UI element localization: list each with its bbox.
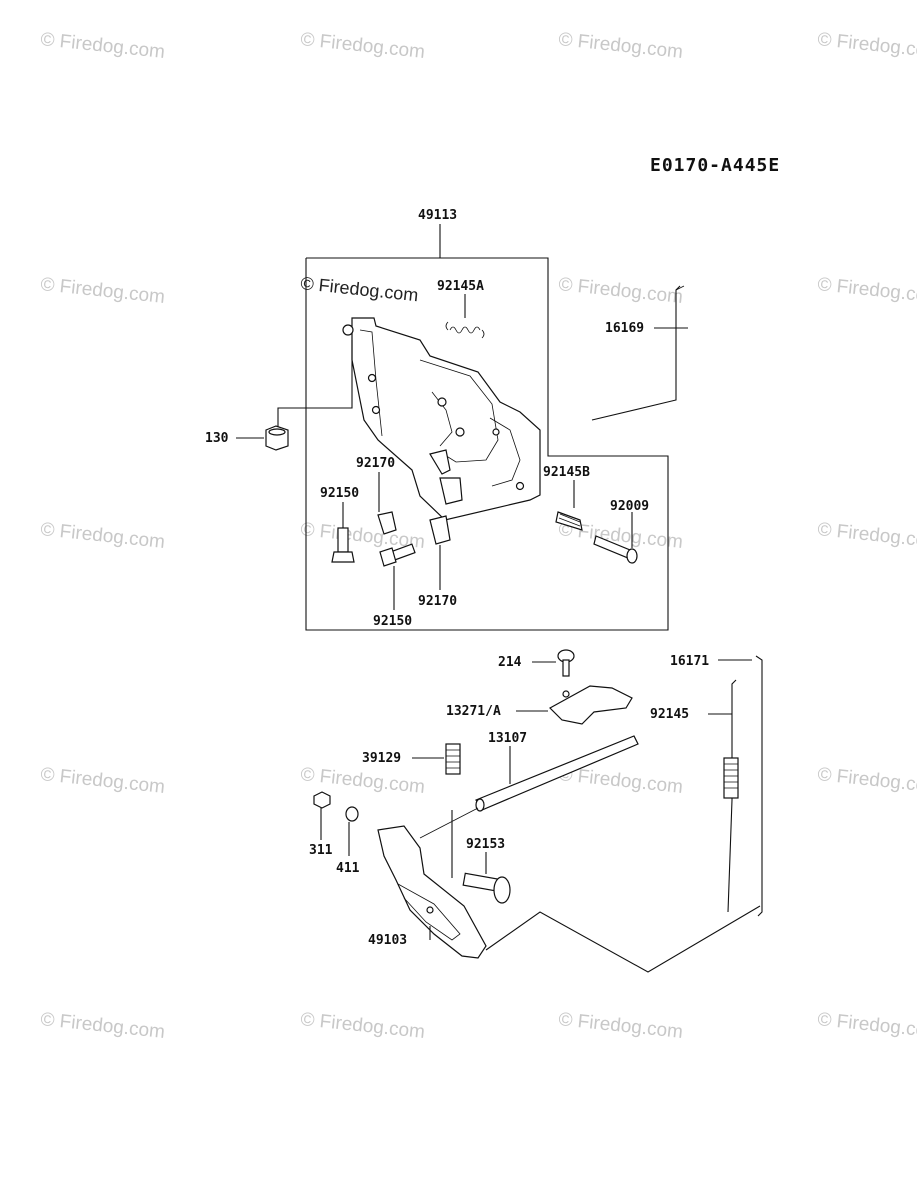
part-label-92170-lower[interactable]: 92170 — [418, 594, 457, 609]
watermark: © Firedog.com — [39, 1009, 165, 1043]
assembly-49113-frame — [305, 224, 669, 631]
watermark: © Firedog.com — [816, 1009, 917, 1043]
part-label-13107[interactable]: 13107 — [488, 731, 527, 746]
part-label-13271A[interactable]: 13271/A — [446, 704, 501, 719]
clip-92170-lower-drawing — [429, 515, 451, 545]
control-plate-drawing — [342, 317, 541, 521]
part-label-92170-upper[interactable]: 92170 — [356, 456, 395, 471]
watermark: © Firedog.com — [557, 274, 683, 308]
watermark: © Firedog.com — [299, 764, 425, 798]
spring-39129-drawing — [445, 743, 461, 775]
bolt-130-drawing — [265, 425, 289, 451]
part-label-92145A[interactable]: 92145A — [437, 279, 484, 294]
part-label-92145B[interactable]: 92145B — [543, 465, 590, 480]
part-label-49103[interactable]: 49103 — [368, 933, 407, 948]
part-label-92145[interactable]: 92145 — [650, 707, 689, 722]
part-label-49113[interactable]: 49113 — [418, 208, 457, 223]
watermark: © Firedog.com — [39, 764, 165, 798]
part-label-130[interactable]: 130 — [205, 431, 229, 446]
part-label-92150-left[interactable]: 92150 — [320, 486, 359, 501]
watermark: © Firedog.com — [39, 519, 165, 553]
part-label-214[interactable]: 214 — [498, 655, 522, 670]
watermark: © Firedog.com — [299, 29, 425, 63]
watermark: © Firedog.com — [816, 29, 917, 63]
part-label-16171[interactable]: 16171 — [670, 654, 709, 669]
part-label-92153[interactable]: 92153 — [466, 837, 505, 852]
clip-92170-upper-drawing — [377, 511, 397, 535]
watermark: © Firedog.com — [557, 29, 683, 63]
spring-92145A-drawing — [445, 321, 485, 339]
screw-92009-drawing — [593, 535, 638, 564]
part-label-311[interactable]: 311 — [309, 843, 333, 858]
watermarks: © Firedog.com © Firedog.com © Firedog.co… — [39, 29, 917, 1043]
rod-16171-drawing — [755, 655, 763, 917]
part-label-411[interactable]: 411 — [336, 861, 360, 876]
watermark: © Firedog.com — [816, 764, 917, 798]
watermark: © Firedog.com — [299, 1009, 425, 1043]
part-label-16169[interactable]: 16169 — [605, 321, 644, 336]
inline-watermark: © Firedog.com — [300, 273, 420, 305]
bolt-92150-right-drawing — [379, 543, 416, 567]
watermark: © Firedog.com — [816, 519, 917, 553]
nut-311-drawing — [313, 791, 331, 809]
lever-49103-drawing — [377, 825, 487, 959]
spring-92145B-drawing — [555, 511, 583, 531]
plate-13271A-drawing — [549, 685, 633, 725]
screw-214-drawing — [557, 649, 575, 677]
pin-92153-drawing — [462, 872, 511, 904]
rod-16169-drawing — [591, 285, 685, 421]
washer-411-drawing — [345, 806, 359, 822]
watermark: © Firedog.com — [816, 274, 917, 308]
watermark: © Firedog.com — [39, 29, 165, 63]
watermark: © Firedog.com — [557, 1009, 683, 1043]
bolt-92150-left-drawing — [331, 527, 355, 563]
diagram-code: E0170-A445E — [650, 155, 780, 176]
watermark: © Firedog.com — [39, 274, 165, 308]
part-label-92009[interactable]: 92009 — [610, 499, 649, 514]
part-label-39129[interactable]: 39129 — [362, 751, 401, 766]
spring-92145-drawing — [723, 679, 739, 913]
part-label-92150-right[interactable]: 92150 — [373, 614, 412, 629]
